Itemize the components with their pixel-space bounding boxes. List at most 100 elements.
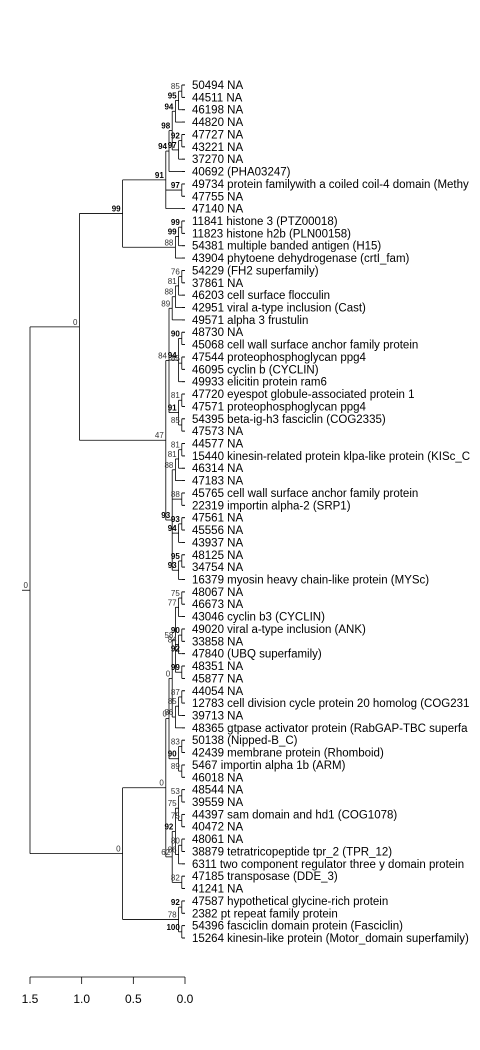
support-value: 92 — [171, 898, 180, 907]
support-value: 47 — [155, 431, 164, 440]
leaf-label: 2382 pt repeat family protein — [192, 908, 338, 920]
leaf-label: 54381 multiple banded antigen (H15) — [192, 241, 381, 253]
support-value: 98 — [161, 122, 170, 131]
leaf-label: 45765 cell wall surface anchor family pr… — [192, 488, 418, 500]
support-value: 84 — [158, 351, 167, 360]
leaf-label: 40472 NA — [192, 822, 243, 834]
support-value: 0 — [73, 318, 78, 327]
support-value: 58 — [164, 631, 173, 640]
support-value: 85 — [171, 354, 180, 363]
support-value: 97 — [168, 141, 177, 150]
leaf-label: 43937 NA — [192, 537, 243, 549]
leaf-label: 48544 NA — [192, 785, 243, 797]
support-value: 89 — [171, 762, 180, 771]
support-value: 78 — [168, 910, 177, 919]
support-value: 97 — [171, 181, 180, 190]
leaf-label: 44511 NA — [192, 92, 243, 104]
leaf-label: 33858 NA — [192, 636, 243, 648]
support-value: 88 — [164, 288, 173, 297]
leaf-label: 46314 NA — [192, 463, 243, 475]
support-value: 93 — [171, 515, 180, 524]
support-value: 89 — [161, 299, 170, 308]
leaf-label: 48365 gtpase activator protein (RabGAP-T… — [192, 723, 468, 735]
leaf-label: 46198 NA — [192, 105, 243, 117]
support-value: 85 — [171, 82, 180, 91]
axis-tick-label: 1.5 — [22, 992, 39, 1006]
support-value: 81 — [171, 391, 180, 400]
support-value: 0 — [24, 581, 29, 590]
leaf-label: 22319 importin alpha-2 (SRP1) — [192, 500, 351, 512]
support-value: 99 — [171, 663, 180, 672]
leaf-label: 48125 NA — [192, 550, 243, 562]
support-value: 81 — [168, 450, 177, 459]
support-value: 92 — [171, 645, 180, 654]
support-value: 76 — [171, 268, 180, 277]
leaf-label: 39713 NA — [192, 710, 243, 722]
leaf-label: 6311 two component regulator three y dom… — [192, 859, 464, 871]
leaf-label: 47755 NA — [192, 191, 243, 203]
leaf-label: 49933 elicitin protein ram6 — [192, 377, 327, 389]
leaf-label: 47183 NA — [192, 476, 243, 488]
support-value: 88 — [171, 490, 180, 499]
support-value: 90 — [171, 626, 180, 635]
support-value: 99 — [112, 205, 121, 214]
leaf-label: 46203 cell surface flocculin — [192, 290, 330, 302]
tree-branches — [22, 84, 185, 939]
leaf-label: 47727 NA — [192, 129, 243, 141]
leaf-label: 47840 (UBQ superfamily) — [192, 649, 322, 661]
support-value: 84 — [168, 635, 177, 644]
support-value: 91 — [168, 404, 177, 413]
leaf-label: 47140 NA — [192, 204, 243, 216]
leaf-label: 47561 NA — [192, 513, 243, 525]
leaf-label: 45068 cell wall surface anchor family pr… — [192, 340, 418, 352]
axis-tick-label: 0.0 — [177, 992, 194, 1006]
leaf-label: 43904 phytoene dehydrogenase (crtI_fam) — [192, 253, 410, 265]
leaf-label: 54229 (FH2 superfamily) — [192, 265, 319, 277]
support-value: 92 — [164, 822, 173, 831]
support-value: 75 — [168, 799, 177, 808]
leaf-label: 54396 fasciclin domain protein (Fascicli… — [192, 921, 403, 933]
leaf-label: 47544 proteophosphoglycan ppg4 — [192, 352, 367, 364]
leaf-label: 43221 NA — [192, 142, 243, 154]
leaf-label: 34754 NA — [192, 562, 243, 574]
support-value: 0 — [116, 845, 121, 854]
support-value: 85 — [168, 697, 177, 706]
support-value: 93 — [168, 561, 177, 570]
leaf-label: 11841 histone 3 (PTZ00018) — [192, 216, 338, 228]
leaf-label: 5467 importin alpha 1b (ARM) — [192, 760, 346, 772]
leaf-label: 40692 (PHA03247) — [192, 167, 291, 179]
support-value: 80 — [171, 836, 180, 845]
leaf-label: 16379 myosin heavy chain-like protein (M… — [192, 574, 429, 586]
leaf-label: 43046 cyclin b3 (CYCLIN) — [192, 612, 325, 624]
support-value: 90 — [171, 329, 180, 338]
axis-tick-label: 1.0 — [73, 992, 90, 1006]
leaf-label: 44577 NA — [192, 439, 243, 451]
leaf-label: 45556 NA — [192, 525, 243, 537]
leaf-label: 50138 (Nipped-B_C) — [192, 735, 298, 747]
support-value: 86 — [164, 708, 173, 717]
leaf-label: 54395 beta-ig-h3 fasciclin (COG2335) — [192, 414, 386, 426]
support-value: 90 — [168, 750, 177, 759]
support-value: 53 — [171, 787, 180, 796]
leaf-label: 15440 kinesin-related protein klpa-like … — [192, 451, 470, 463]
leaf-label: 49020 viral a-type inclusion (ANK) — [192, 624, 366, 636]
support-value: 87 — [171, 688, 180, 697]
support-value: 91 — [155, 171, 164, 180]
support-value: 0 — [159, 779, 164, 788]
leaf-label: 46018 NA — [192, 772, 243, 784]
support-value: 0 — [163, 710, 168, 719]
support-value: 94 — [168, 351, 177, 360]
leaf-label: 41241 NA — [192, 884, 243, 896]
leaf-label: 48067 NA — [192, 587, 243, 599]
support-value: 0 — [166, 669, 171, 678]
support-value: 94 — [164, 102, 173, 111]
leaf-label: 47573 NA — [192, 426, 243, 438]
leaf-label: 47720 eyespot globule-associated protein… — [192, 389, 415, 401]
leaf-label: 38879 tetratricopeptide tpr_2 (TPR_12) — [192, 846, 392, 858]
leaf-label: 49734 protein familywith a coiled coil-4… — [192, 179, 469, 191]
leaf-label: 45877 NA — [192, 673, 243, 685]
leaf-label: 44397 sam domain and hd1 (COG1078) — [192, 809, 397, 821]
